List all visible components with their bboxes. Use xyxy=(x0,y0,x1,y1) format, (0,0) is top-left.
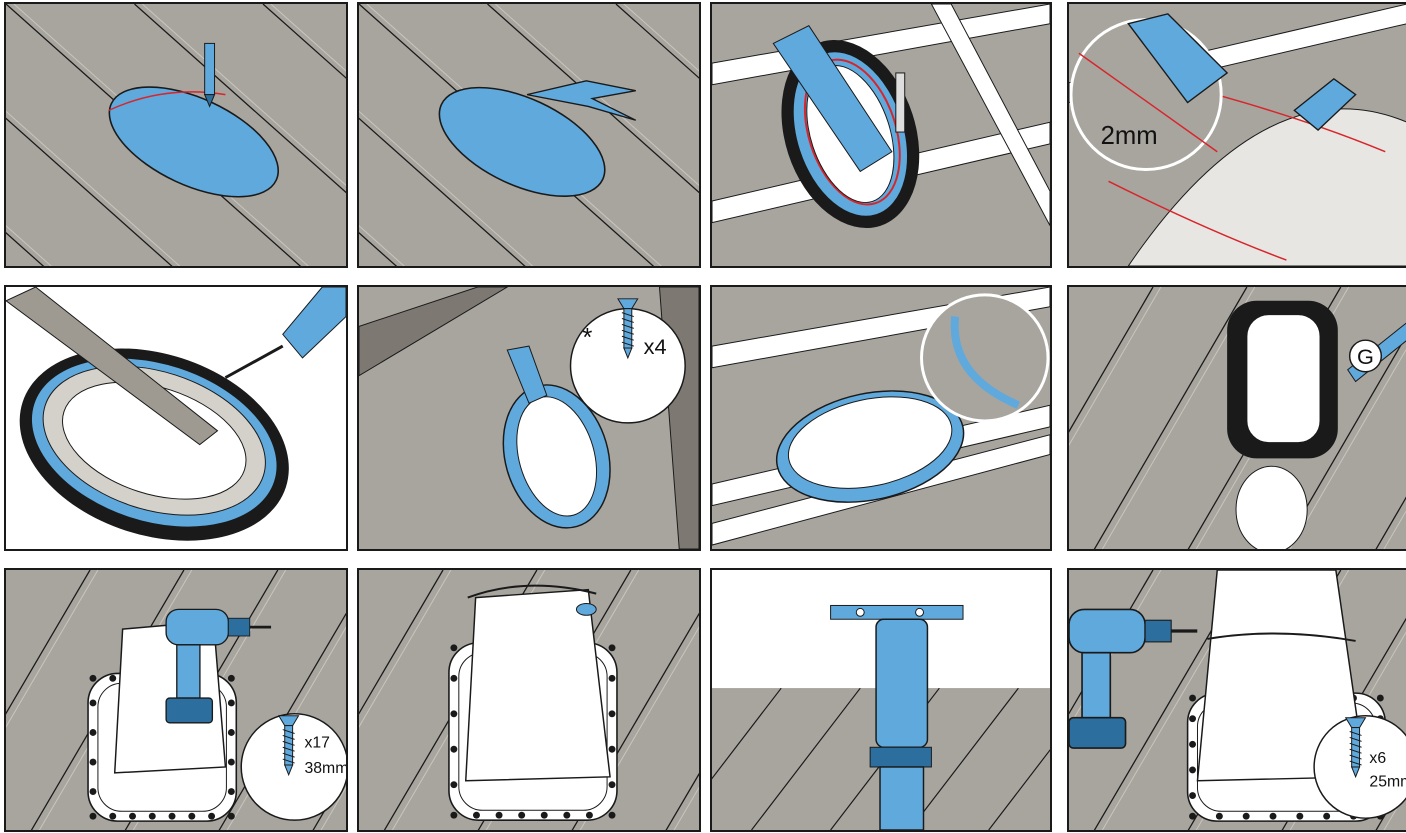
screw-count-label: x6 xyxy=(1369,750,1386,767)
step-illustration-12: x6 25mm xyxy=(1069,570,1406,830)
step-illustration-5 xyxy=(6,287,346,549)
magnifier-icon xyxy=(922,295,1049,421)
step-illustration-8: G xyxy=(1069,287,1406,549)
step-panel-6: * x4 xyxy=(357,285,701,551)
step-illustration-9: x17 38mm xyxy=(6,570,346,830)
step-panel-2 xyxy=(357,2,701,268)
pipe-lower xyxy=(880,767,923,830)
step-illustration-11 xyxy=(712,570,1050,830)
step-panel-3 xyxy=(710,2,1052,268)
step-panel-5 xyxy=(4,285,348,551)
step-panel-10 xyxy=(357,568,701,832)
cut-outline-shape xyxy=(93,64,295,219)
step-illustration-3 xyxy=(712,4,1050,266)
opening-shape xyxy=(1236,466,1307,549)
step-illustration-2 xyxy=(359,4,699,266)
marker-pen-icon xyxy=(205,43,215,106)
level-icon xyxy=(831,605,963,619)
step-illustration-7 xyxy=(712,287,1050,549)
pipe-sleeve xyxy=(466,590,610,781)
screw-size-label: 25mm xyxy=(1369,774,1406,791)
step-illustration-1 xyxy=(6,4,346,266)
step-panel-1 xyxy=(4,2,348,268)
step-panel-4: 2mm xyxy=(1067,2,1406,268)
screw-count-label: x17 xyxy=(304,734,329,751)
step-panel-8: G xyxy=(1067,285,1406,551)
offset-label: 2mm xyxy=(1101,122,1158,150)
sealant-badge-label: G xyxy=(1357,344,1374,369)
footnote-marker: * xyxy=(582,324,592,352)
pipe-upper xyxy=(876,619,927,747)
screw-count-label: x4 xyxy=(644,334,667,359)
step-panel-7 xyxy=(710,285,1052,551)
step-panel-9: x17 38mm xyxy=(4,568,348,832)
step-panel-12: x6 25mm xyxy=(1067,568,1406,832)
step-illustration-6: * x4 xyxy=(359,287,699,549)
drill-icon xyxy=(1069,609,1197,748)
step-illustration-10 xyxy=(359,570,699,830)
step-panel-11 xyxy=(710,568,1052,832)
step-illustration-4: 2mm xyxy=(1069,4,1406,266)
screw-size-label: 38mm xyxy=(304,760,346,777)
marker-pen-icon xyxy=(896,73,905,132)
